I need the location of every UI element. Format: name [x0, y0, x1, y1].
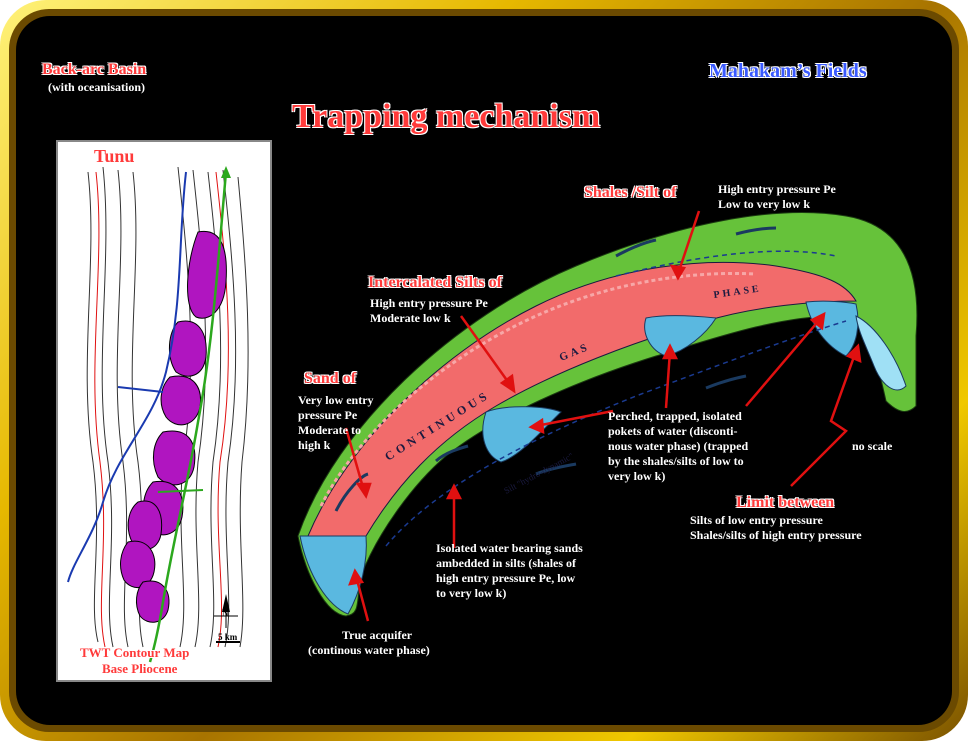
perched-line1: Perched, trapped, isolated: [608, 409, 742, 423]
isolated-line1: Isolated water bearing sands: [436, 541, 583, 555]
perched-line4: by the shales/silts of low to: [608, 454, 744, 468]
crossline-1: [117, 386, 164, 393]
tunu-map-panel: Tunu N 5 km TWT Contour Map Base Pliocen…: [56, 140, 272, 682]
blue-fault-line: [67, 171, 187, 583]
crossline-2: [157, 489, 204, 493]
no-scale-label: no scale: [852, 439, 893, 453]
sand-lens-3: [615, 238, 657, 258]
sand-lens-1: [334, 472, 369, 512]
map-field-name: Tunu: [94, 146, 135, 166]
sand-lens-2: [434, 444, 469, 463]
silts-title: Intercalated Silts of: [368, 274, 502, 291]
gas-reservoir: [307, 261, 857, 537]
shales-title: Shales /Silt of: [584, 184, 677, 201]
sand-lens-6: [705, 374, 747, 390]
map-caption-line1: TWT Contour Map: [80, 645, 190, 660]
isolated-line4: to very low k): [436, 586, 507, 600]
limit-line2: Shales/silts of high entry pressure: [690, 528, 862, 542]
main-title: Trapping mechanism: [292, 98, 601, 135]
sand-line1: Very low entry: [298, 393, 374, 407]
tunu-contour-map: [67, 166, 249, 663]
perched-line2: pokets of water (disconti-: [608, 424, 738, 438]
perched-pocket-3: [805, 300, 859, 357]
basin-subtitle: (with oceanisation): [48, 80, 145, 94]
basin-title: Back-arc Basin: [42, 61, 147, 78]
green-axis-arrowhead: [221, 166, 231, 178]
perched-pocket-2: [644, 315, 717, 357]
sand-line2: pressure Pe: [298, 408, 358, 422]
silts-line2: Moderate low k: [370, 311, 451, 325]
limit-line1: Silts of low entry pressure: [690, 513, 823, 527]
aquifer-line1: True acquifer: [342, 628, 413, 642]
gas-field-bodies: [120, 230, 227, 623]
north-label: N: [222, 608, 229, 618]
cross-section-diagram: CONTINUOUS GAS PHASE Silt "hydro-dynamic…: [297, 210, 918, 622]
scale-label: 5 km: [218, 632, 238, 642]
slide-panel: Back-arc Basin (with oceanisation) Mahak…: [16, 16, 952, 725]
sand-line4: high k: [298, 438, 331, 452]
aquifer-water: [299, 535, 367, 615]
map-caption-line2: Base Pliocene: [102, 661, 178, 676]
isolated-line2: ambedded in silts (shales of: [436, 556, 577, 570]
aquifer-line2: (continous water phase): [308, 643, 430, 657]
silt-hydrodynamic-label: Silt "hydro-dynamic": [502, 451, 575, 496]
flow-line-2: [615, 250, 837, 277]
transition-band: [319, 271, 757, 507]
perched-line3: nous water phase) (trapped: [608, 439, 749, 453]
shales-line1: High entry pressure Pe: [718, 182, 836, 196]
sand-line3: Moderate to: [298, 423, 361, 437]
limit-title: Limit between: [736, 494, 835, 511]
north-arrow: [214, 594, 240, 643]
isolated-line3: high entry pressure Pe, low: [436, 571, 576, 585]
sand-lens-4: [735, 226, 777, 236]
fields-title: Mahakam’s Fields: [709, 60, 867, 82]
perched-pocket-4: [855, 315, 907, 391]
sand-title: Sand of: [304, 370, 357, 387]
green-axis-line: [148, 171, 228, 663]
annotation-arrows: [344, 210, 862, 622]
flow-line-1: [385, 320, 847, 547]
perched-line5: very low k): [608, 469, 666, 483]
silts-line1: High entry pressure Pe: [370, 296, 488, 310]
sand-lens-5: [535, 462, 577, 476]
shales-line2: Low to very low k: [718, 197, 810, 211]
